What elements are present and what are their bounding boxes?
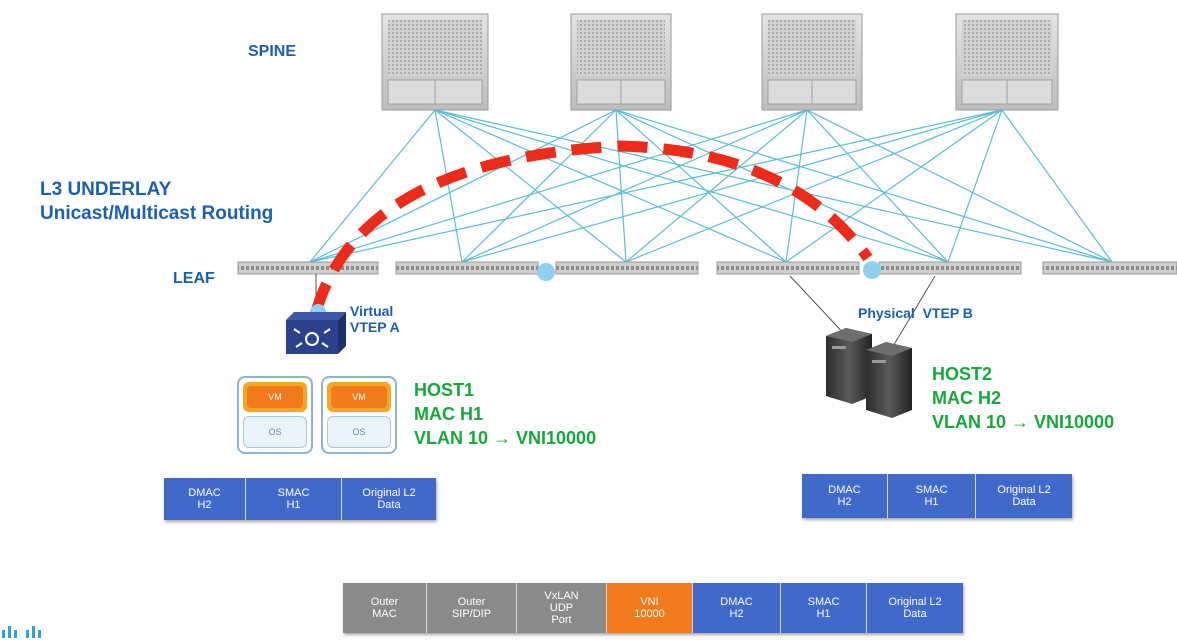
vtep-dot	[863, 261, 881, 279]
host2-vlan: VLAN 10 → VNI10000	[932, 412, 1115, 432]
spine-switch-4	[955, 13, 1059, 111]
host2-mac: MAC H2	[932, 388, 1002, 408]
vm-card: VM OS	[321, 376, 397, 454]
server-icon	[826, 328, 912, 418]
frame-cell: VNI 10000	[607, 583, 693, 633]
frame-cell: SMAC H1	[781, 583, 867, 633]
frame-left: DMAC H2 SMAC H1 Original L2 Data	[164, 478, 436, 520]
os-label: OS	[327, 416, 391, 448]
spine-switch-3	[761, 13, 863, 111]
vm-card: VM OS	[237, 376, 313, 454]
virtual-switch-icon	[286, 312, 346, 354]
spine-switch-2	[570, 13, 672, 111]
vtep-b-label: Physical VTEP B	[858, 305, 973, 321]
frame-cell: VxLAN UDP Port	[517, 583, 607, 633]
spine-label: SPINE	[248, 43, 297, 60]
underlay-line-1: L3 UNDERLAY	[40, 179, 172, 200]
host2-info: HOST2 MAC H2 VLAN 10 → VNI10000	[932, 362, 1114, 434]
host1-vlan: VLAN 10 → VNI10000	[414, 428, 597, 448]
vtep-a-label: Virtual VTEP A	[350, 303, 400, 335]
vtep-a-line-1: Virtual	[350, 303, 394, 319]
host2-name: HOST2	[932, 364, 993, 384]
frame-cell: SMAC H1	[888, 474, 976, 518]
host1-name: HOST1	[414, 380, 475, 400]
vm-label: VM	[331, 386, 387, 408]
frame-right: DMAC H2 SMAC H1 Original L2 Data	[802, 474, 1072, 518]
os-label: OS	[243, 416, 307, 448]
vtep-dot	[537, 263, 555, 281]
fabric-links	[309, 109, 1113, 263]
frame-cell: DMAC H2	[693, 583, 781, 633]
leaf-switches	[237, 261, 1177, 275]
host1-mac: MAC H1	[414, 404, 484, 424]
cisco-logo-icon	[2, 626, 41, 638]
underlay-line-2: Unicast/Multicast Routing	[40, 203, 274, 224]
frame-cell: DMAC H2	[164, 478, 246, 520]
spine-switch-1	[381, 13, 489, 111]
frame-cell: DMAC H2	[802, 474, 888, 518]
frame-cell: Original L2 Data	[342, 478, 436, 520]
frame-cell: SMAC H1	[246, 478, 342, 520]
host1-info: HOST1 MAC H1 VLAN 10 → VNI10000	[414, 378, 596, 450]
vtep-a-line-2: VTEP A	[350, 319, 400, 335]
vm-label: VM	[247, 386, 303, 408]
frame-cell: Original L2 Data	[976, 474, 1072, 518]
underlay-title: L3 UNDERLAY Unicast/Multicast Routing	[40, 178, 273, 226]
frame-cell: Outer SIP/DIP	[427, 583, 517, 633]
frame-cell: Outer MAC	[343, 583, 427, 633]
leaf-label: LEAF	[173, 270, 215, 287]
frame-encap: Outer MAC Outer SIP/DIP VxLAN UDP Port V…	[343, 583, 963, 633]
vxlan-tunnel-path	[310, 140, 873, 314]
frame-cell: Original L2 Data	[867, 583, 963, 633]
